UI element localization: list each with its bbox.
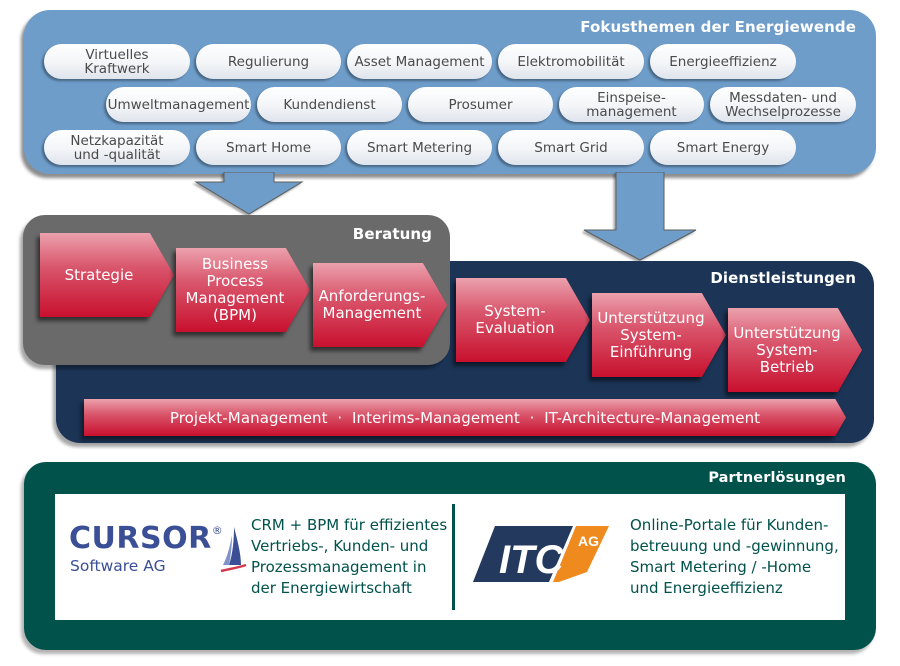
process-step-requirements: Anforderungs- Management	[313, 263, 447, 347]
arrow-down-icon	[194, 172, 304, 215]
itc-logo-word: ITC	[499, 538, 565, 582]
process-step-operation: Unterstützung System- Betrieb	[728, 308, 862, 392]
step-label: Unterstützung System- Betrieb	[733, 323, 841, 376]
partner-solutions-panel: Partnerlösungen CURSOR® Software AG CRM …	[24, 462, 876, 650]
focus-panel-title: Fokusthemen der Energiewende	[580, 18, 856, 36]
topic-pill: Messdaten- und Wechselprozesse	[710, 87, 856, 122]
topic-pill: Netzkapazität und -qualität	[44, 130, 190, 165]
topic-pill: Prosumer	[408, 87, 553, 122]
cursor-logo: CURSOR® Software AG	[69, 521, 249, 581]
topic-pill: Smart Home	[196, 130, 341, 165]
cursor-logo-sub: Software AG	[70, 557, 166, 575]
step-label: Unterstützung System- Einführung	[597, 308, 705, 361]
process-step-strategy: Strategie	[40, 233, 174, 317]
partner-divider	[452, 504, 455, 610]
step-label: System- Evaluation	[475, 302, 555, 337]
partner-panel-title: Partnerlösungen	[708, 470, 846, 486]
sailboat-icon	[220, 527, 247, 573]
management-services-label: Projekt-Management · Interims-Management…	[169, 408, 761, 427]
process-step-bpm: Business Process Management (BPM)	[176, 248, 310, 332]
topic-pill: Smart Metering	[347, 130, 492, 165]
process-step-evaluation: System- Evaluation	[456, 278, 590, 362]
itc-description: Online-Portale für Kunden- betreuung und…	[630, 516, 839, 597]
step-label: Business Process Management (BPM)	[185, 255, 285, 324]
itc-logo-tag: AG	[578, 533, 599, 549]
topic-pill: Kundendienst	[257, 87, 402, 122]
advice-panel-title: Beratung	[352, 225, 432, 243]
focus-topics-panel: Fokusthemen der Energiewende Virtuelles …	[24, 10, 876, 174]
topic-pill: Elektromobilität	[498, 44, 644, 79]
cursor-description: CRM + BPM für effizientes Vertriebs-, Ku…	[251, 516, 448, 597]
topic-pill: Energieeffizienz	[650, 44, 796, 79]
management-services-bar: Projekt-Management · Interims-Management…	[84, 399, 846, 436]
services-panel-title: Dienstleistungen	[710, 269, 856, 287]
topic-pill: Smart Energy	[650, 130, 796, 165]
step-label: Anforderungs- Management	[318, 287, 426, 322]
topic-pill: Virtuelles Kraftwerk	[44, 44, 190, 79]
process-step-introduction: Unterstützung System- Einführung	[592, 293, 726, 377]
itc-logo: ITC AG	[473, 526, 609, 582]
step-label: Strategie	[64, 265, 134, 284]
cursor-logo-word: CURSOR®	[69, 521, 224, 556]
arrow-down-icon	[583, 172, 697, 261]
topic-pill: Umweltmanagement	[106, 87, 251, 122]
topic-pill: Asset Management	[347, 44, 492, 79]
topic-pill: Regulierung	[196, 44, 341, 79]
topic-pill: Smart Grid	[498, 130, 644, 165]
partner-box: CURSOR® Software AG CRM + BPM für effizi…	[55, 494, 845, 620]
topic-pill: Einspeise- management	[559, 87, 704, 122]
